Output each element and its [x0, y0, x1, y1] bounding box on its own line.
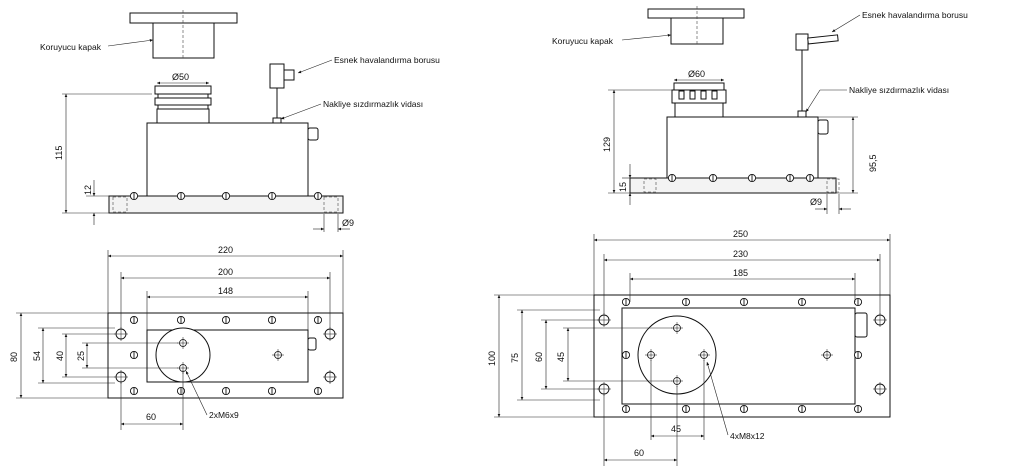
label-left-cover: Koruyucu kapak	[40, 42, 102, 52]
label-right-screw: Nakliye sızdırmazlık vidası	[849, 85, 949, 95]
dim-left-v54: 54	[32, 351, 42, 361]
dim-left-v25: 25	[76, 351, 86, 361]
label-left-holes: 2xM6x9	[209, 410, 239, 420]
label-left-vent: Esnek havalandırma borusu	[334, 55, 440, 65]
side-connector	[307, 127, 319, 141]
dim-right-dia9: Ø9	[810, 197, 822, 207]
dim-right-v75: 75	[510, 353, 520, 363]
vent-pipe	[795, 33, 839, 118]
right-drawing: Ø60 129 15 95,5 Ø9 Koruyucu kapak	[487, 6, 968, 466]
protective-cover-body	[152, 22, 215, 59]
protective-cover-top-plate	[647, 8, 745, 19]
dim-right-v60: 60	[534, 352, 544, 362]
right-side-view: Ø60 129 15 95,5 Ø9 Koruyucu kapak	[552, 6, 968, 214]
label-right-cover: Koruyucu kapak	[552, 36, 614, 46]
dim-right-h129: 129	[602, 137, 612, 152]
dim-left-h115: 115	[54, 146, 64, 160]
dim-left-dia50: Ø50	[172, 72, 189, 82]
load-stud	[154, 85, 212, 124]
right-plan-view: 250 230 185 45 60 100 75	[487, 229, 891, 466]
vent-pipe	[269, 63, 295, 124]
label-left-screw: Nakliye sızdırmazlık vidası	[323, 99, 423, 109]
label-right-vent: Esnek havalandırma borusu	[862, 10, 968, 20]
dim-left-v40: 40	[55, 351, 65, 361]
dim-left-v80: 80	[9, 352, 19, 362]
load-cell-housing	[146, 122, 309, 197]
left-side-view: Ø50 115 12 Ø9 Koruyucu kapak Esnek haval…	[40, 10, 440, 232]
dim-left-w148: 148	[218, 286, 233, 296]
left-drawing: Ø50 115 12 Ø9 Koruyucu kapak Esnek haval…	[9, 10, 440, 430]
dim-right-dia60: Ø60	[688, 69, 705, 79]
side-connector	[817, 119, 829, 135]
dim-left-dia9: Ø9	[342, 218, 354, 228]
dim-right-h95: 95,5	[868, 154, 878, 172]
dim-left-w60: 60	[146, 412, 156, 422]
dim-right-w185: 185	[733, 268, 748, 278]
dim-left-h12: 12	[83, 185, 93, 195]
load-stud	[671, 82, 727, 118]
dim-right-w230: 230	[733, 249, 748, 259]
base-plate	[629, 177, 837, 194]
dim-left-w220: 220	[218, 245, 233, 255]
dim-right-h15: 15	[618, 182, 628, 192]
dim-left-w200: 200	[218, 267, 233, 277]
dim-right-w250: 250	[733, 229, 748, 239]
dim-right-v100: 100	[487, 351, 497, 366]
label-right-holes: 4xM8x12	[730, 431, 765, 441]
dim-right-w60: 60	[634, 448, 644, 458]
left-plan-view: 220 200 148 60 80 54 40	[9, 245, 344, 430]
load-cell-housing	[666, 116, 819, 179]
dim-right-w45: 45	[671, 424, 681, 434]
protective-cover-top-plate	[129, 12, 238, 24]
dim-right-v45: 45	[556, 352, 566, 362]
